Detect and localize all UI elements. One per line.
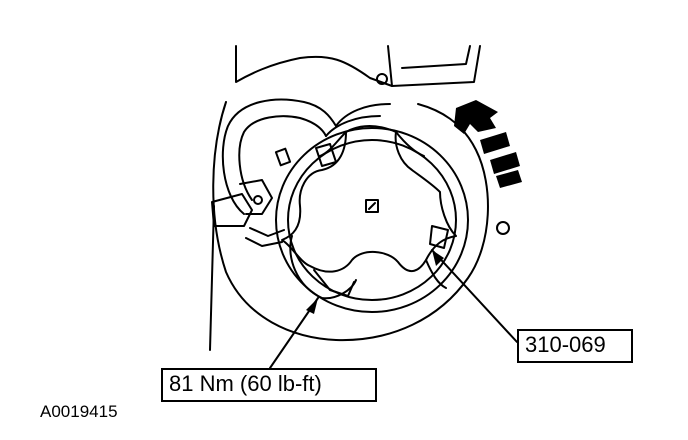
arrow-icon: [454, 100, 522, 188]
hose-connector: [211, 193, 253, 227]
tool-tab-top: [315, 143, 337, 167]
lock-ring-outer: [275, 127, 469, 313]
tool-drive-square: [365, 199, 379, 213]
hose-connector-clip: [239, 179, 273, 215]
panel-hole-right: [496, 221, 510, 235]
secondary-hose: [245, 227, 285, 247]
connector-bolt: [253, 195, 263, 205]
tool-drive-square-inner: [368, 202, 376, 210]
fuel-hose-top: [335, 103, 391, 127]
fuel-hose-outer: [221, 98, 337, 215]
tool-lug-left: [289, 235, 357, 300]
fuel-hose-inner: [238, 115, 327, 201]
panel-hole-top: [376, 73, 388, 85]
fuel-hose-top-inner: [325, 115, 381, 137]
leader-torque-head: [306, 298, 318, 314]
special-tool-body: [281, 125, 457, 273]
figure-id: A0019415: [40, 402, 118, 421]
leader-tool: [431, 249, 518, 343]
tool-tab-left: [313, 269, 355, 297]
tank-recess: [212, 101, 489, 342]
torque-callout: 81 Nm (60 lb-ft): [161, 368, 377, 402]
body-panel: [235, 45, 481, 87]
tool-tab-right: [429, 225, 449, 249]
panel-edge: [387, 45, 393, 87]
tool-lug-top: [319, 131, 425, 157]
tool-lug-right: [425, 259, 447, 289]
lock-ring-inner: [287, 139, 457, 301]
tank-recess-left: [209, 205, 215, 351]
leader-tool-head: [432, 250, 444, 266]
ring-clip: [274, 147, 292, 167]
tool-number-callout: 310-069: [517, 329, 633, 363]
panel-edge-inner: [401, 45, 471, 69]
